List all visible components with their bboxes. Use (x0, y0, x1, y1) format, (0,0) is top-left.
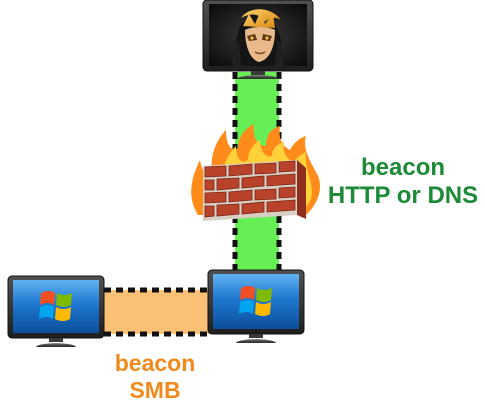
http-label-line1: beacon (360, 154, 446, 181)
http-dns-beacon-label: beacon HTTP or DNS (318, 154, 485, 211)
smb-label-line2: SMB (129, 377, 181, 404)
smb-peer-screen (13, 280, 99, 333)
smb-peer-monitor (7, 275, 105, 347)
pivot-screen (213, 274, 299, 329)
monitor-neck (49, 338, 63, 342)
windows-logo-icon (239, 286, 272, 316)
monitor-stand (237, 75, 279, 79)
brick-wall (203, 160, 306, 221)
windows-logo-icon (39, 291, 72, 321)
smb-channel-fill (104, 290, 212, 334)
pivot-monitor (207, 269, 305, 343)
brick-firewall-icon (191, 124, 321, 221)
http-label-line2: HTTP or DNS (327, 182, 479, 210)
smb-beacon-label: beacon SMB (100, 350, 210, 404)
smb-label-line1: beacon (114, 350, 196, 376)
monitor-stand (36, 343, 76, 347)
attacker-monitor (202, 0, 314, 79)
monitor-neck (249, 334, 263, 338)
smb-channel (104, 287, 212, 337)
hooded-figure-avatar-icon (232, 9, 284, 66)
monitor-stand (236, 339, 276, 343)
monitor-neck (251, 71, 265, 75)
